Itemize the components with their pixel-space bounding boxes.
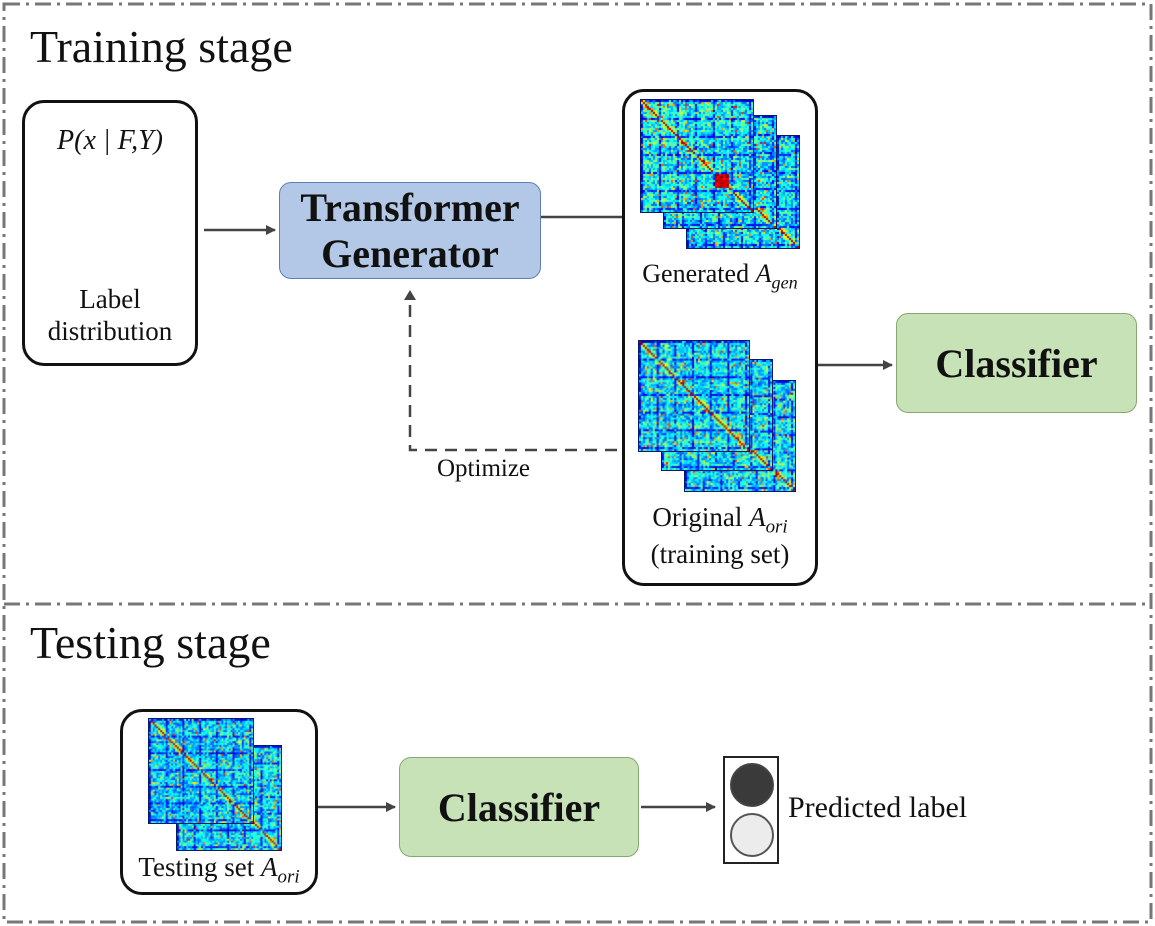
- label-distribution-box: [22, 100, 198, 366]
- testing-stage-title: Testing stage: [30, 617, 271, 668]
- generated-label: Generated Agen: [622, 259, 818, 294]
- transformer-generator-box: Transformer Generator: [279, 182, 541, 279]
- original-caption: (training set): [650, 538, 790, 569]
- distribution-label: Label distribution: [22, 284, 198, 348]
- testing-matrix-1: [148, 718, 254, 824]
- prediction-light-on: [730, 763, 774, 807]
- arrow-optimize-head: [404, 290, 416, 300]
- testing-set-label-text: Testing set: [138, 852, 255, 882]
- training-classifier-box: Classifier: [896, 313, 1137, 413]
- optimize-label: Optimize: [437, 455, 531, 482]
- distribution-label-line2: distribution: [47, 315, 173, 346]
- distribution-label-line1: Label: [79, 284, 141, 314]
- original-symbol: A: [749, 502, 766, 532]
- prediction-light-off: [730, 813, 774, 857]
- training-stage-title: Training stage: [30, 21, 293, 72]
- generator-line1: Transformer: [300, 184, 520, 230]
- original-label: Original Aori (training set): [622, 502, 818, 571]
- testing-classifier-box: Classifier: [399, 757, 639, 857]
- original-label-text: Original: [652, 502, 743, 532]
- original-matrix-1: [638, 340, 750, 452]
- original-label-line1: Original Aori: [622, 502, 818, 539]
- testing-set-symbol: A: [261, 852, 278, 882]
- generated-symbol: A: [755, 259, 772, 288]
- generated-subscript: gen: [771, 272, 798, 293]
- generated-matrix-1: [640, 99, 754, 213]
- prediction-indicator: [723, 756, 779, 864]
- testing-set-label: Testing set Aori: [120, 852, 318, 889]
- generated-label-text: Generated: [642, 259, 750, 288]
- arrow-optimize-feedback: [408, 295, 637, 452]
- original-subscript: ori: [765, 516, 788, 538]
- generator-line2: Generator: [321, 230, 499, 276]
- predicted-label: Predicted label: [788, 791, 968, 824]
- distribution-formula: P(x | F,Y): [57, 125, 163, 156]
- testing-set-subscript: ori: [277, 866, 300, 888]
